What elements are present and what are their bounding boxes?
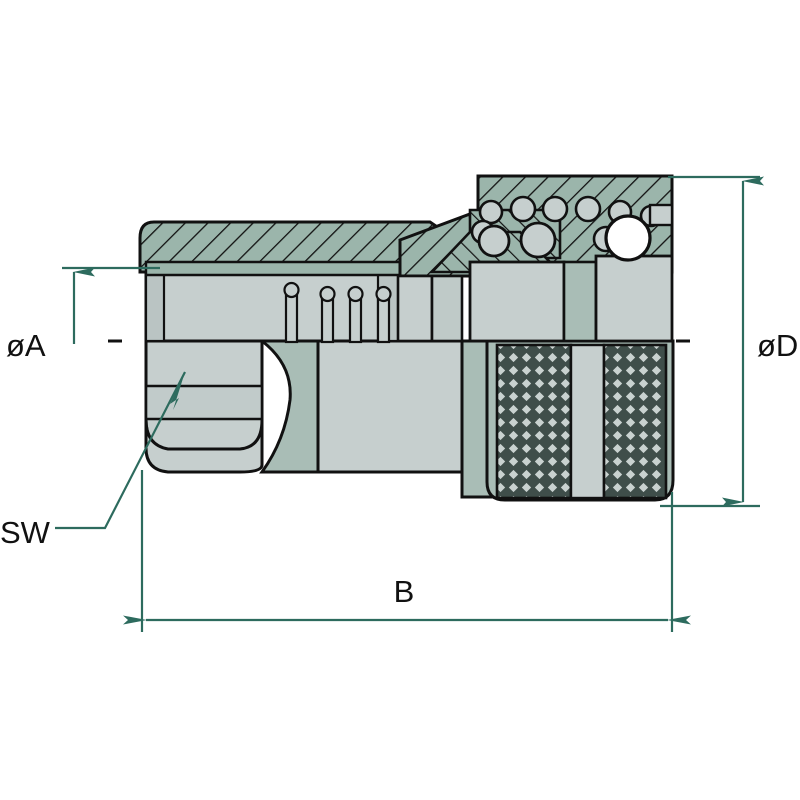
hex-nut-chamfer-lower xyxy=(144,419,264,474)
label-diameter-a: øA xyxy=(6,328,46,363)
nut-to-barrel-taper xyxy=(257,339,322,474)
detent-pins xyxy=(283,281,392,344)
dimension-lines xyxy=(55,175,764,632)
inner-sleeve-body xyxy=(468,260,566,343)
dimension-length-b xyxy=(123,470,691,632)
leader-spanner-width xyxy=(55,371,186,530)
label-spanner-width: SW xyxy=(0,515,51,550)
lower-external-view xyxy=(144,339,675,502)
spring-chamber-2 xyxy=(430,274,464,343)
lower-barrel xyxy=(316,339,466,474)
spring-chamber xyxy=(396,274,434,343)
label-length-b: B xyxy=(394,574,415,609)
knurl-band-right xyxy=(602,343,668,500)
sw-leader-line xyxy=(55,371,186,530)
inner-sleeve-body-3 xyxy=(594,254,674,343)
nut-bore-side-wall xyxy=(144,270,166,343)
dimension-diameter-a xyxy=(62,266,160,344)
locking-ball xyxy=(604,214,652,262)
sleeve-notch xyxy=(648,203,674,227)
nut-section-lip xyxy=(144,260,402,277)
dimension-diameter-d xyxy=(660,175,764,508)
inner-sleeve-body-2 xyxy=(562,260,598,343)
label-diameter-d: øD xyxy=(757,328,798,363)
upper-section-view xyxy=(138,174,674,344)
coupling-body xyxy=(138,174,675,502)
sw-leader-arrow xyxy=(170,372,185,410)
sleeve-plain-band xyxy=(569,343,606,500)
knurl-band-left xyxy=(495,343,573,500)
